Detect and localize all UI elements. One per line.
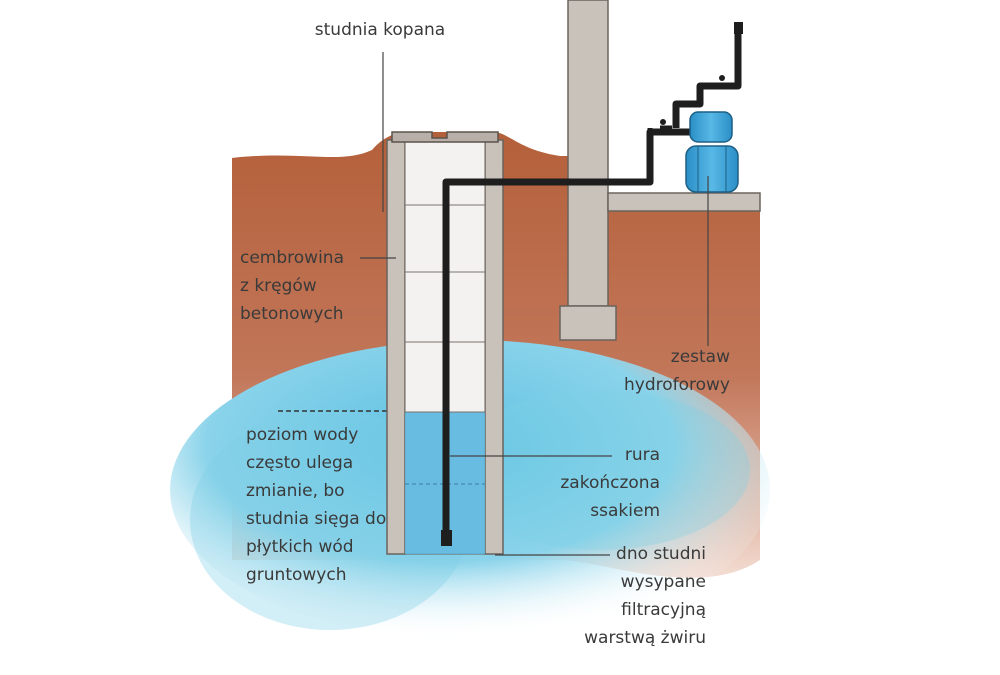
well-lid [391,131,499,143]
label-hydrophore: zestaw hydroforowy [623,347,730,395]
well-casing-right [484,139,504,555]
label-water-level: poziom wody często ulega zmianie, bo stu… [246,425,387,585]
pressure-tank [685,145,739,193]
hydrophore-set [647,22,743,193]
label-well-bottom: dno studni wysypane filtracyjną warstwą … [584,544,706,648]
well-casing-left [386,139,406,555]
label-casing: cembrowina z kręgów betonowych [240,248,344,324]
suction-pipe [442,128,695,540]
foundation-wall [567,0,609,307]
label-pipe: rura zakończona ssakiem [560,445,660,521]
pump-motor [689,111,733,143]
label-dug-well: studnia kopana [314,20,446,40]
floor-slab [607,192,761,212]
suction-strainer [441,530,452,546]
foundation-footing [559,305,617,341]
